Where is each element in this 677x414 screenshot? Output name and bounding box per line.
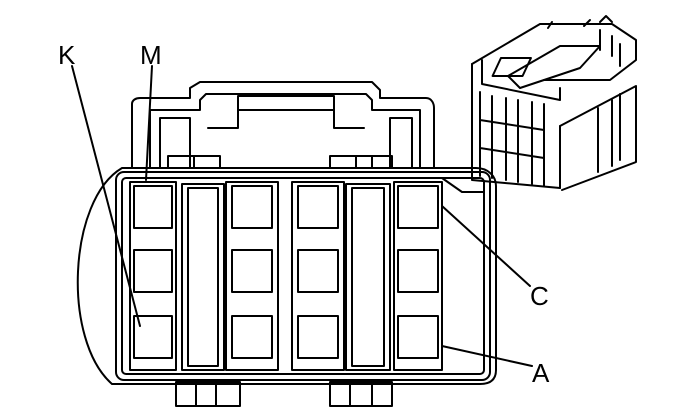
- connector-face-inner: [122, 178, 484, 374]
- iso-clips: [548, 16, 612, 28]
- cavity-column-3: [292, 182, 344, 370]
- cavity: [298, 250, 338, 292]
- leader-line-c: [442, 206, 530, 286]
- cavity-column-2: [226, 182, 278, 370]
- bottom-tab-dividers: [196, 382, 372, 406]
- cavity: [232, 250, 272, 292]
- label-a: A: [532, 358, 550, 388]
- connector-face-border: [116, 172, 490, 380]
- latch-right-rib: [390, 118, 412, 168]
- label-k: K: [58, 40, 76, 70]
- divider-channel-2: [346, 184, 390, 370]
- connector-latch: [132, 82, 434, 168]
- leader-line-m: [146, 66, 152, 180]
- bottom-tab-left: [176, 382, 240, 406]
- cavity: [398, 250, 438, 292]
- iso-face-grid: [480, 92, 544, 186]
- cavity-column-1: [130, 182, 176, 370]
- divider-channel-1: [182, 184, 224, 370]
- bottom-tab-right: [330, 382, 392, 406]
- cavity: [398, 186, 438, 228]
- connector-right-step: [442, 178, 484, 192]
- latch-ramp: [208, 110, 364, 128]
- iso-rails: [482, 30, 620, 100]
- latch-window: [238, 96, 334, 110]
- label-c: C: [530, 281, 549, 311]
- connector-face-view: [78, 82, 496, 406]
- cavity: [134, 186, 172, 228]
- connector-iso-view: [472, 16, 636, 190]
- iso-body-top: [472, 24, 636, 80]
- latch-inner: [150, 94, 420, 168]
- cavity-column-4: [394, 182, 442, 370]
- label-m: M: [140, 40, 162, 70]
- cavity: [398, 316, 438, 358]
- cavity: [232, 316, 272, 358]
- cavity: [298, 316, 338, 358]
- cavity: [298, 186, 338, 228]
- iso-latch: [508, 46, 600, 88]
- cavity: [134, 250, 172, 292]
- top-tab-dividers: [194, 156, 372, 168]
- iso-side: [560, 94, 620, 188]
- latch-left-rib: [160, 118, 190, 168]
- cavity: [232, 186, 272, 228]
- iso-latch-window: [493, 58, 531, 76]
- leader-line-k: [72, 66, 140, 326]
- leader-line-a: [442, 346, 532, 366]
- connector-outer-shell: [78, 168, 496, 384]
- cavity: [134, 316, 172, 358]
- top-tab-right: [330, 156, 392, 168]
